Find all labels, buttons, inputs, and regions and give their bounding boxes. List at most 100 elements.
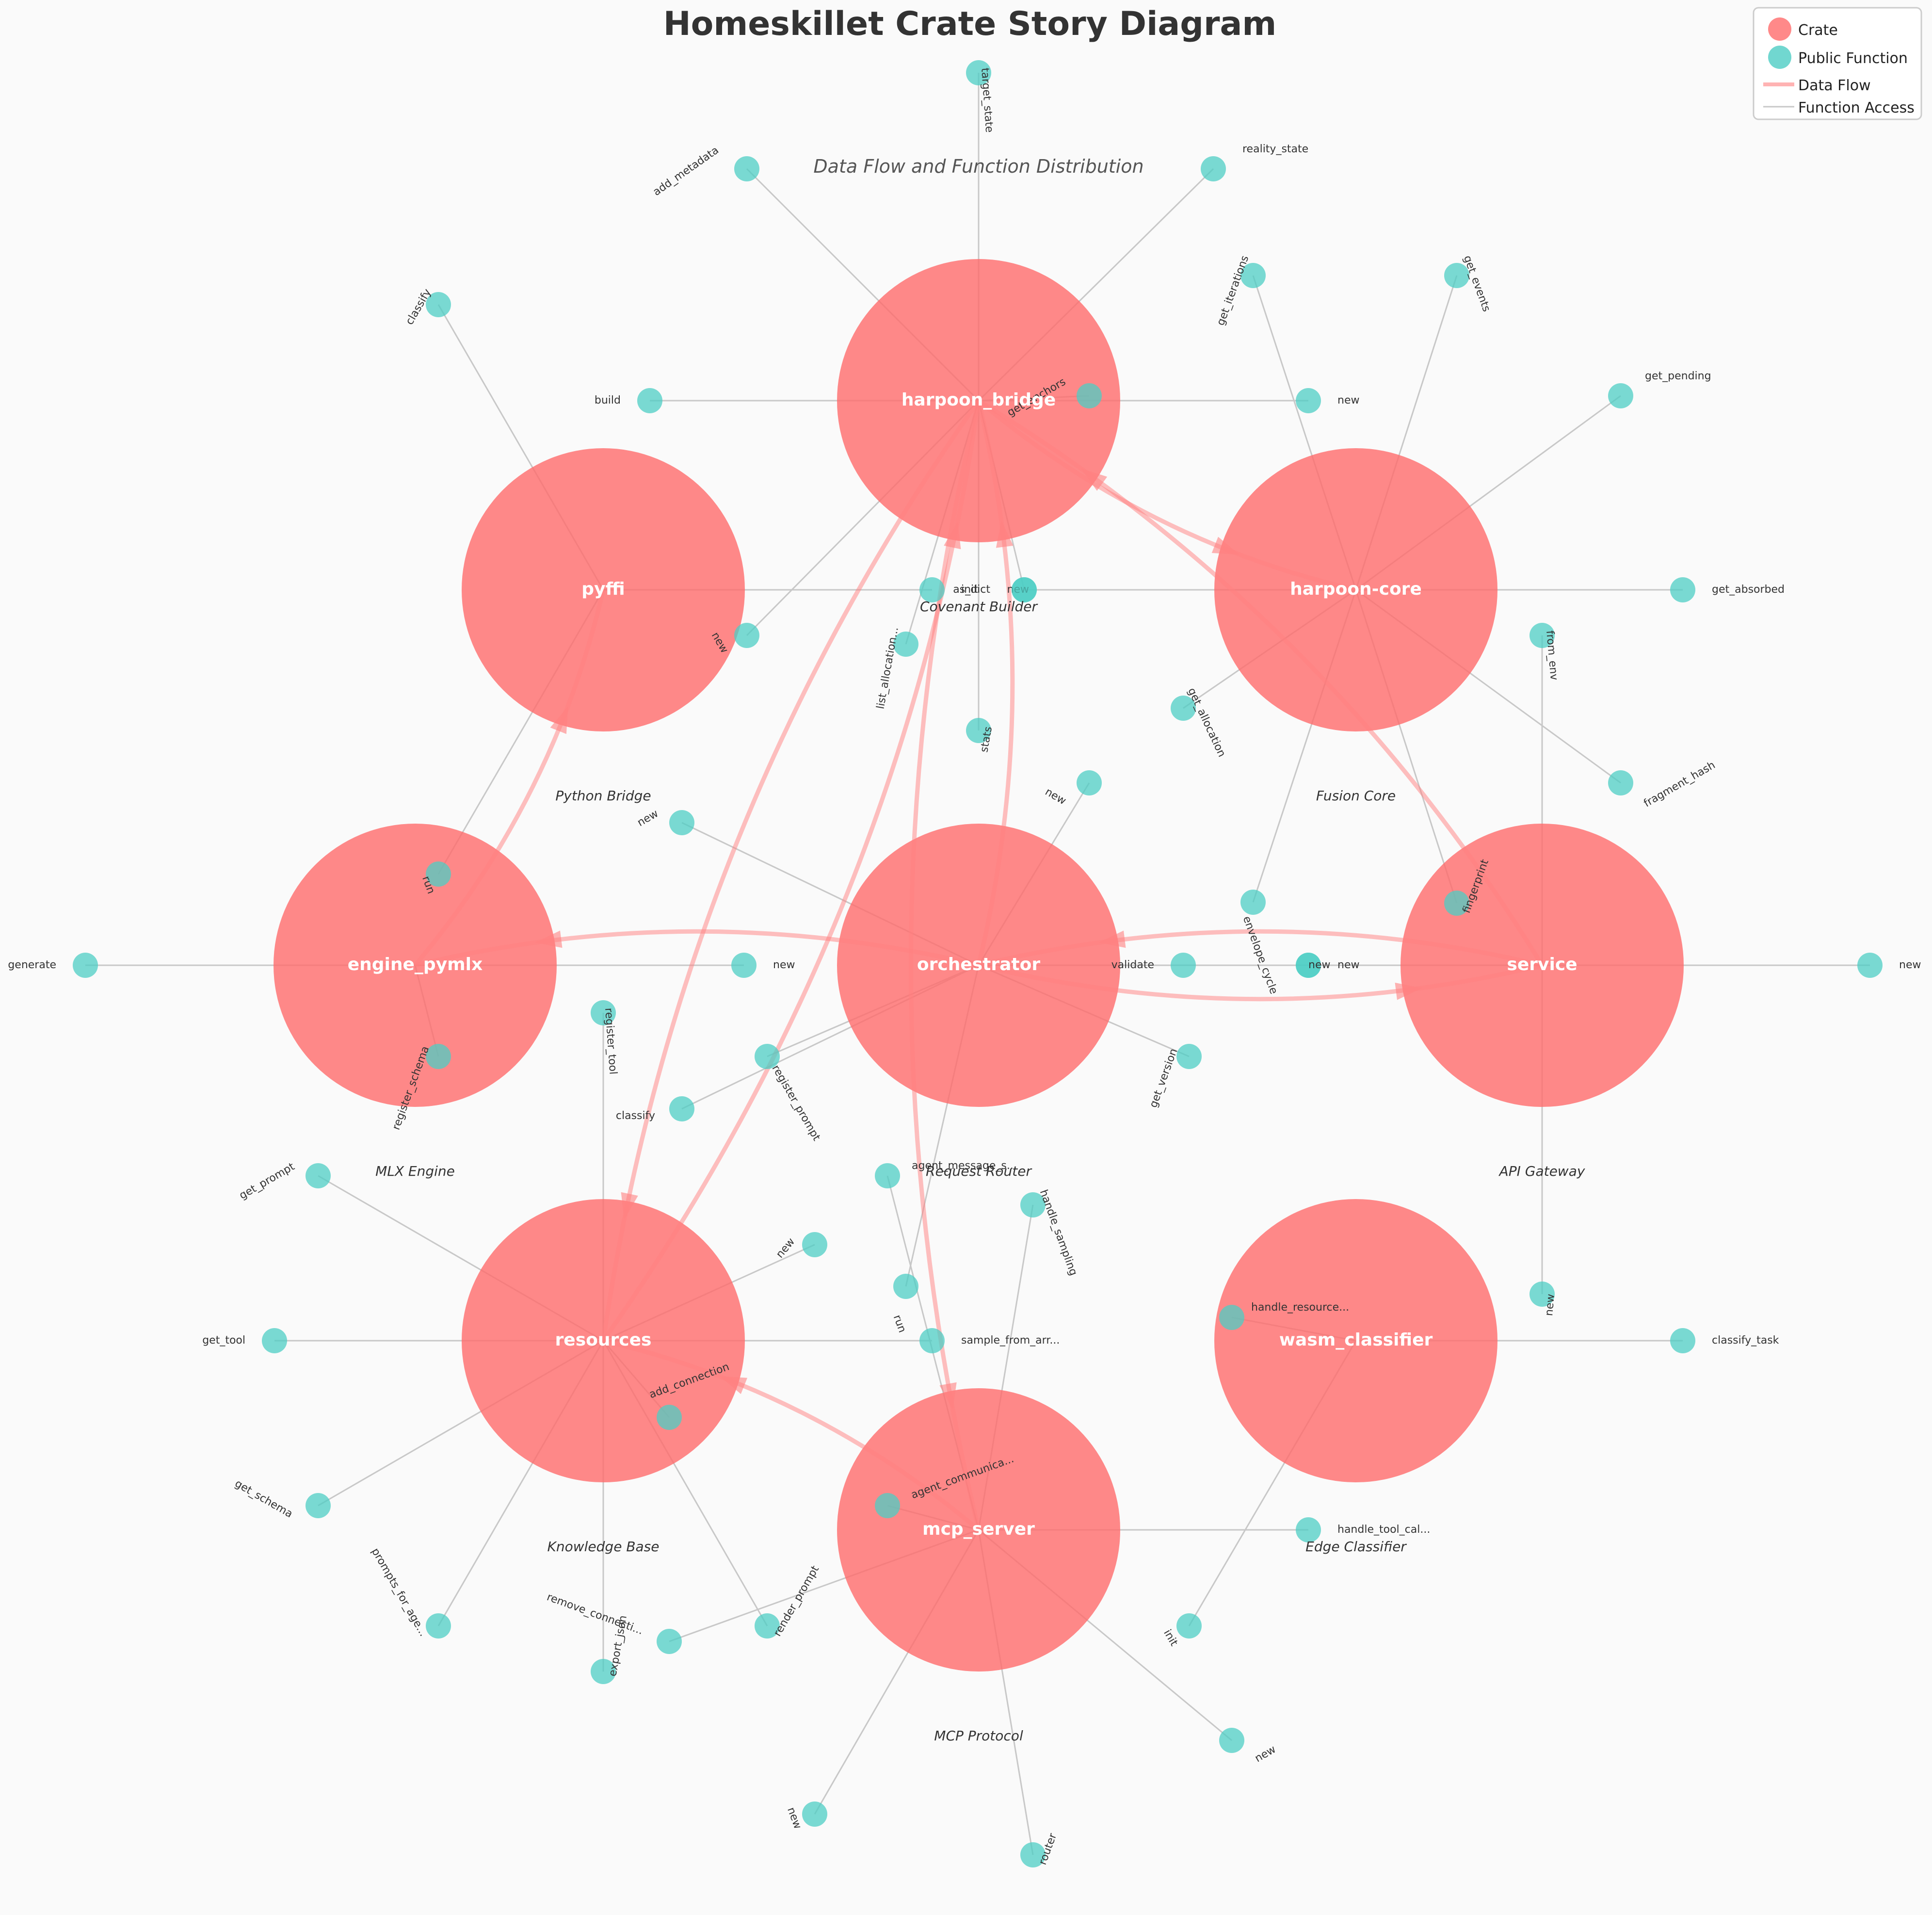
function-marker[interactable] xyxy=(306,1163,331,1188)
function-marker[interactable] xyxy=(657,1405,682,1430)
function-marker[interactable] xyxy=(1530,1282,1555,1307)
function-marker[interactable] xyxy=(1077,770,1102,795)
function-marker[interactable] xyxy=(802,1232,827,1257)
function-node[interactable]: prompts_for_age... xyxy=(369,1546,451,1639)
function-marker[interactable] xyxy=(919,1328,945,1353)
function-marker[interactable] xyxy=(1296,953,1321,978)
function-node[interactable]: validate xyxy=(1111,953,1196,978)
function-node[interactable]: new xyxy=(1530,1282,1557,1316)
function-marker[interactable] xyxy=(875,1493,900,1518)
function-marker[interactable] xyxy=(1670,1328,1695,1353)
function-node[interactable]: envelope_cycle xyxy=(1240,890,1280,996)
function-marker[interactable] xyxy=(734,156,759,181)
function-marker[interactable] xyxy=(426,861,451,887)
function-node[interactable]: init xyxy=(919,577,978,602)
function-marker[interactable] xyxy=(755,1613,780,1639)
function-marker[interactable] xyxy=(734,623,759,648)
function-node[interactable]: new xyxy=(1857,953,1921,978)
function-marker[interactable] xyxy=(1608,383,1633,408)
function-marker[interactable] xyxy=(1444,263,1469,288)
function-marker[interactable] xyxy=(1670,577,1695,602)
function-marker[interactable] xyxy=(426,1044,451,1069)
function-marker[interactable] xyxy=(1530,623,1555,648)
function-node[interactable]: agent_message_s... xyxy=(875,1160,1017,1188)
function-node[interactable]: get_schema xyxy=(233,1477,331,1520)
function-node[interactable]: run xyxy=(419,861,451,895)
function-node[interactable]: init xyxy=(1161,1613,1202,1648)
function-marker[interactable] xyxy=(1176,1044,1202,1069)
function-marker[interactable] xyxy=(731,953,757,978)
function-node[interactable]: new xyxy=(1296,953,1330,978)
function-marker[interactable] xyxy=(426,1613,451,1639)
function-marker[interactable] xyxy=(893,632,918,657)
function-node[interactable]: generate xyxy=(8,953,98,978)
function-marker[interactable] xyxy=(966,60,991,85)
function-node[interactable]: get_absorbed xyxy=(1670,577,1785,602)
function-node[interactable]: register_prompt xyxy=(755,1044,822,1143)
function-node[interactable]: sample_from_arr... xyxy=(919,1328,1060,1353)
function-marker[interactable] xyxy=(1240,890,1266,915)
function-node[interactable]: new xyxy=(1296,388,1359,413)
function-node[interactable]: add_metadata xyxy=(651,144,759,198)
function-marker[interactable] xyxy=(755,1044,780,1069)
function-node[interactable]: get_version xyxy=(1147,1044,1202,1109)
function-marker[interactable] xyxy=(669,810,694,835)
function-marker[interactable] xyxy=(73,953,98,978)
function-node[interactable]: list_allocation... xyxy=(874,626,918,710)
function-marker[interactable] xyxy=(637,388,662,413)
function-node[interactable]: from_env xyxy=(1530,623,1560,681)
function-node[interactable]: fragment_hash xyxy=(1608,759,1717,810)
crate-node-wasm_classifier[interactable] xyxy=(1214,1199,1497,1482)
function-node[interactable]: get_pending xyxy=(1608,370,1711,408)
function-node[interactable]: get_prompt xyxy=(237,1161,331,1202)
function-marker[interactable] xyxy=(669,1096,694,1121)
function-node[interactable]: target_state xyxy=(966,60,995,133)
function-marker[interactable] xyxy=(1296,1517,1321,1542)
function-marker[interactable] xyxy=(919,577,945,602)
function-marker[interactable] xyxy=(802,1801,827,1827)
function-marker[interactable] xyxy=(1176,1613,1202,1639)
function-marker[interactable] xyxy=(1219,1728,1244,1753)
function-node[interactable]: build xyxy=(595,388,662,413)
function-marker[interactable] xyxy=(1020,1192,1046,1217)
function-node[interactable]: new xyxy=(1043,770,1102,807)
function-node[interactable]: register_tool xyxy=(591,1000,619,1075)
function-node[interactable]: run xyxy=(891,1274,918,1334)
function-node[interactable]: router xyxy=(1020,1832,1060,1867)
function-marker[interactable] xyxy=(306,1493,331,1518)
function-node[interactable]: reality_state xyxy=(1201,143,1308,181)
function-marker[interactable] xyxy=(1857,953,1883,978)
function-node[interactable]: get_events xyxy=(1444,254,1493,313)
function-node[interactable]: stats xyxy=(966,718,995,753)
function-marker[interactable] xyxy=(1201,156,1226,181)
function-node[interactable]: as_dict xyxy=(953,577,1037,602)
function-marker[interactable] xyxy=(1020,1842,1046,1867)
function-marker[interactable] xyxy=(1012,577,1037,602)
function-node[interactable]: new xyxy=(731,953,795,978)
function-node[interactable]: new xyxy=(774,1232,827,1261)
function-marker[interactable] xyxy=(1077,383,1102,408)
function-node[interactable]: get_allocation xyxy=(1171,686,1228,759)
function-marker[interactable] xyxy=(893,1274,918,1299)
function-marker[interactable] xyxy=(1219,1305,1244,1330)
function-node[interactable]: classify xyxy=(616,1096,694,1122)
function-marker[interactable] xyxy=(1444,891,1469,916)
function-node[interactable]: handle_tool_cal... xyxy=(1296,1517,1430,1542)
function-node[interactable]: new xyxy=(1219,1728,1278,1765)
function-marker[interactable] xyxy=(426,292,451,317)
function-node[interactable]: get_tool xyxy=(202,1328,287,1353)
function-marker[interactable] xyxy=(1171,696,1196,721)
function-marker[interactable] xyxy=(657,1629,682,1654)
function-node[interactable]: handle_resource... xyxy=(1219,1301,1349,1330)
function-marker[interactable] xyxy=(262,1328,287,1353)
function-node[interactable]: render_prompt xyxy=(755,1564,821,1639)
function-node[interactable]: handle_sampling xyxy=(1020,1188,1079,1278)
function-marker[interactable] xyxy=(1240,263,1266,288)
function-node[interactable]: classify_task xyxy=(1670,1328,1779,1353)
function-marker[interactable] xyxy=(591,1659,616,1684)
function-marker[interactable] xyxy=(875,1163,900,1188)
function-node[interactable]: new xyxy=(635,808,694,835)
function-marker[interactable] xyxy=(1171,953,1196,978)
function-node[interactable]: classify xyxy=(403,287,451,327)
function-node[interactable]: new xyxy=(785,1801,827,1831)
